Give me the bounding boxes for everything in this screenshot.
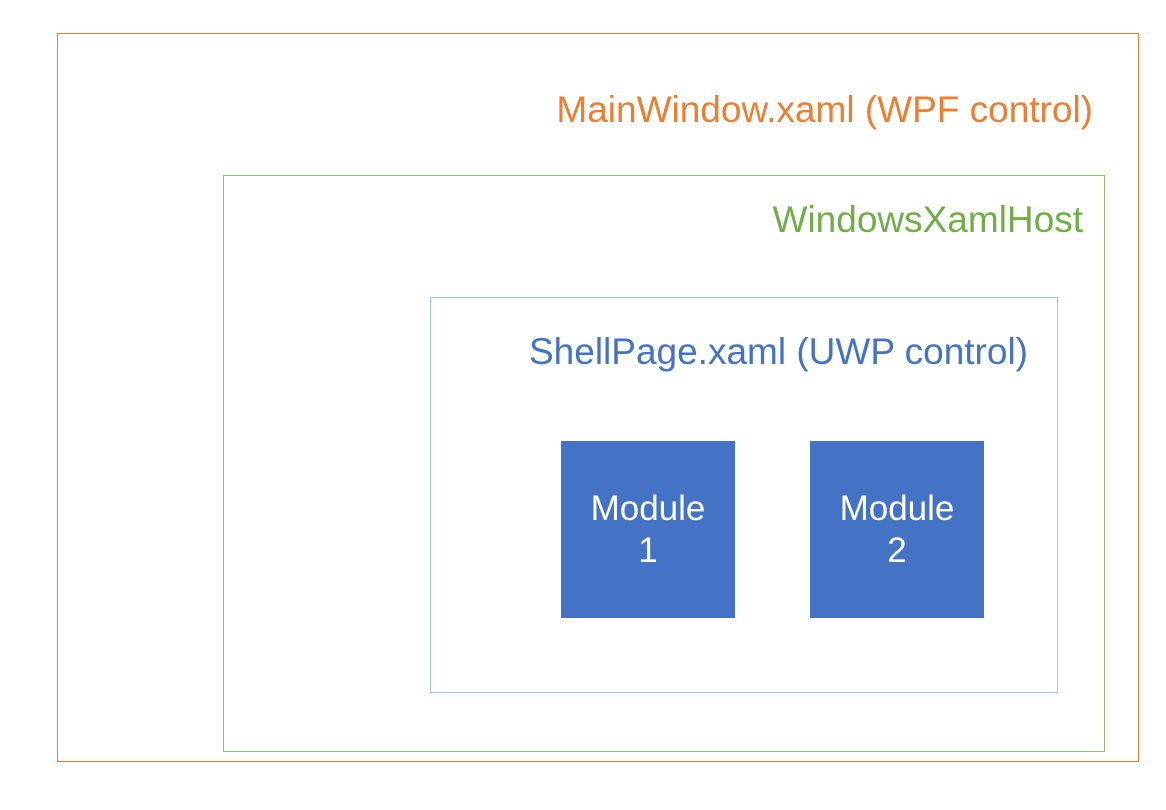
module-tile-2: Module 2 [810, 441, 984, 618]
windowsxamlhost-container: WindowsXamlHost ShellPage.xaml (UWP cont… [223, 175, 1105, 752]
module-tile-2-number: 2 [887, 530, 907, 570]
module-tile-1-number: 1 [638, 530, 658, 570]
mainwindow-wpf-container: MainWindow.xaml (WPF control) WindowsXam… [57, 33, 1139, 762]
shellpage-uwp-container: ShellPage.xaml (UWP control) Module 1 Mo… [430, 297, 1058, 693]
windowsxamlhost-label: WindowsXamlHost [772, 199, 1083, 240]
module-tile-2-name: Module [839, 489, 955, 529]
mainwindow-wpf-label: MainWindow.xaml (WPF control) [556, 89, 1093, 130]
shellpage-uwp-label: ShellPage.xaml (UWP control) [529, 331, 1028, 372]
module-tile-1-name: Module [590, 489, 706, 529]
module-tile-1: Module 1 [561, 441, 735, 618]
